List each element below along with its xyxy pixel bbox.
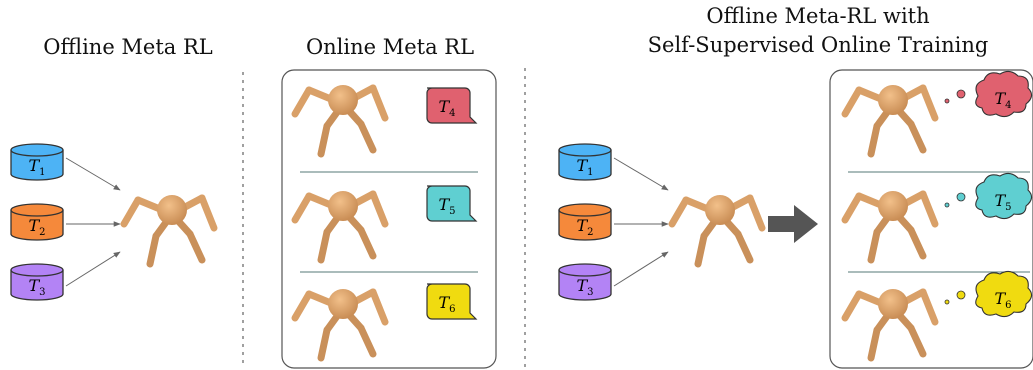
database-icon [558,270,612,301]
thought-bubble-t6: T6 [944,270,1033,318]
big-arrow-icon [768,205,818,243]
thought-bubble-icon [975,70,1033,118]
speech-bubble-icon [426,87,478,124]
dataset-t2: T2 [10,203,64,241]
svg-text:T5: T5 [438,195,455,217]
svg-text:T4: T4 [994,89,1011,111]
speech-bubble-icon [426,283,478,320]
svg-text:T6: T6 [438,293,455,315]
database-icon [10,150,64,181]
svg-text:T3: T3 [576,276,593,298]
dataset-t3: T3 [558,263,612,301]
dataset-t1: T1 [10,143,64,181]
ant-robot-icon [845,85,935,154]
ant-robot-icon [295,191,385,260]
svg-text:T1: T1 [576,156,593,178]
thought-bubble-icon [975,172,1033,220]
ant-robot-icon [845,191,935,260]
title-hybrid-line1: Offline Meta-RL with [706,4,929,28]
svg-text:T4: T4 [438,97,455,119]
arrow-icon [65,157,121,191]
ant-robot-icon [672,195,762,264]
task-bubble-t5: T5 [426,185,478,222]
database-icon [10,270,64,301]
thought-bubble-t4: T4 [944,70,1033,118]
task-bubble-t4: T4 [426,87,478,124]
dataset-t1: T1 [558,143,612,181]
svg-text:T2: T2 [576,216,593,238]
database-icon [558,210,612,241]
speech-bubble-icon [426,185,478,222]
dataset-t2: T2 [558,203,612,241]
hybrid-panel [829,69,1033,369]
arrow-icon [613,157,669,191]
svg-text:T2: T2 [28,216,45,238]
ant-robot-icon [845,289,935,358]
dataset-t3: T3 [10,263,64,301]
svg-text:T6: T6 [994,289,1011,311]
database-icon [10,210,64,241]
ant-robot-icon [124,195,214,264]
title-offline-meta-rl: Offline Meta RL [43,35,213,59]
title-online-meta-rl: Online Meta RL [306,35,474,59]
thought-bubble-icon [975,270,1033,318]
online-panel [281,69,497,369]
svg-text:T3: T3 [28,276,45,298]
svg-text:T5: T5 [994,191,1011,213]
task-bubble-t6: T6 [426,283,478,320]
ant-robot-icon [295,289,385,358]
arrow-icon [613,251,669,287]
svg-text:T1: T1 [28,156,45,178]
title-hybrid-line2: Self-Supervised Online Training [648,33,989,57]
database-icon [558,150,612,181]
ant-robot-icon [295,85,385,154]
thought-bubble-t5: T5 [944,172,1033,220]
arrow-icon [65,251,121,287]
